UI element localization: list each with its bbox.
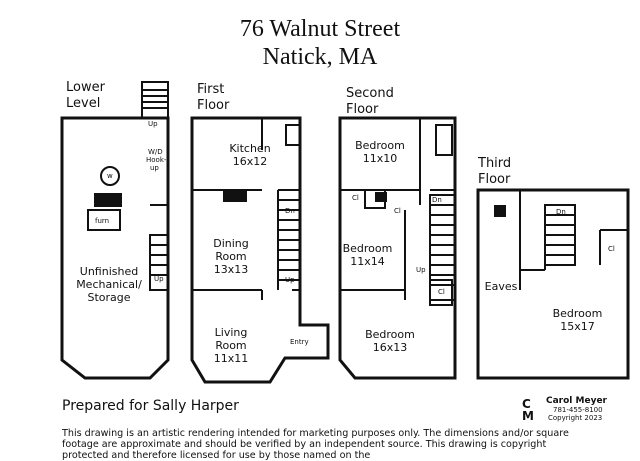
bedroom-1-dims: 11x10 [362,152,398,165]
svg-text:M: M [522,409,534,422]
first-floor-label-2: Floor [197,98,230,113]
bedroom-2-dims: 11x14 [350,255,385,268]
cl-mark-2: Cl [394,207,401,215]
first-floor-label-1: First [197,82,225,97]
cl-mark-1: Cl [352,194,359,202]
lower-chimney [94,193,122,207]
furnace-label: furn [95,217,110,225]
living-label: Living [214,326,248,339]
disclaimer-text: This drawing is an artistic rendering in… [62,428,569,461]
third-floor-label-2: Floor [478,172,511,187]
logo-phone: 781-455-8100 [553,406,603,414]
unfinished-label-1: Unfinished [79,265,139,278]
unfinished-label-3: Storage [87,291,131,304]
lower-level-label-2: Level [66,96,101,111]
logo-name: Carol Meyer [546,396,607,406]
bedroom-3-dims: 16x13 [372,341,408,354]
third-chimney [494,205,506,217]
dn-mark-third: Dn [556,208,566,216]
kitchen-dims: 16x12 [232,155,268,168]
dn-mark-first: Dn [285,207,295,215]
cm-logo-icon: C M [522,397,534,422]
unfinished-label-2: Mechanical/ [76,278,142,291]
third-floor-outline [476,188,630,380]
living-dims: 11x11 [213,352,249,365]
water-heater-label: w [107,172,113,180]
water-heater [100,166,120,186]
first-chimney [223,190,247,202]
wd-label-1: W/D [148,148,163,156]
lower-level-label-1: Lower [66,80,105,95]
entry-label: Entry [290,338,309,346]
cl-mark-4: Cl [608,245,615,253]
wd-label-2: Hook- [146,156,167,164]
wd-label-3: up [150,164,159,172]
dining-label-2: Room [215,250,247,263]
bedroom-2-label: Bedroom [342,242,393,255]
bedroom-4-label: Bedroom [552,307,603,320]
second-floor-outline [338,116,457,380]
third-floor-label-1: Third [478,156,512,171]
bedroom-3-label: Bedroom [365,328,415,341]
up-mark-second: Up [416,266,426,274]
up-mark-first: Up [285,276,295,284]
lower-stair [141,81,169,119]
svg-text:C: C [522,397,531,411]
lower-stair-2 [149,234,169,291]
dining-label: Dining [213,237,249,250]
company-logo: C M Carol Meyer 781-455-8100 Copyright 2… [520,396,620,424]
second-chimney [375,192,387,202]
address-line-2: Natick, MA [262,44,378,70]
second-floor-label-2: Floor [346,102,379,117]
up-mark-lower-2: Up [154,275,164,283]
cl-mark-3: Cl [438,288,445,296]
bedroom-4-dims: 15x17 [560,320,595,333]
dn-mark-second: Dn [432,196,442,204]
eaves-label: Eaves [484,280,518,293]
second-floor-label-1: Second [346,86,394,101]
living-label-2: Room [215,339,247,352]
dining-dims: 13x13 [213,263,249,276]
logo-copyright: Copyright 2023 [548,414,603,422]
kitchen-label: Kitchen [229,142,271,155]
up-mark-lower-1: Up [148,120,158,128]
prepared-for: Prepared for Sally Harper [62,398,239,414]
address-line-1: 76 Walnut Street [239,16,401,42]
bedroom-1-label: Bedroom [355,139,405,152]
